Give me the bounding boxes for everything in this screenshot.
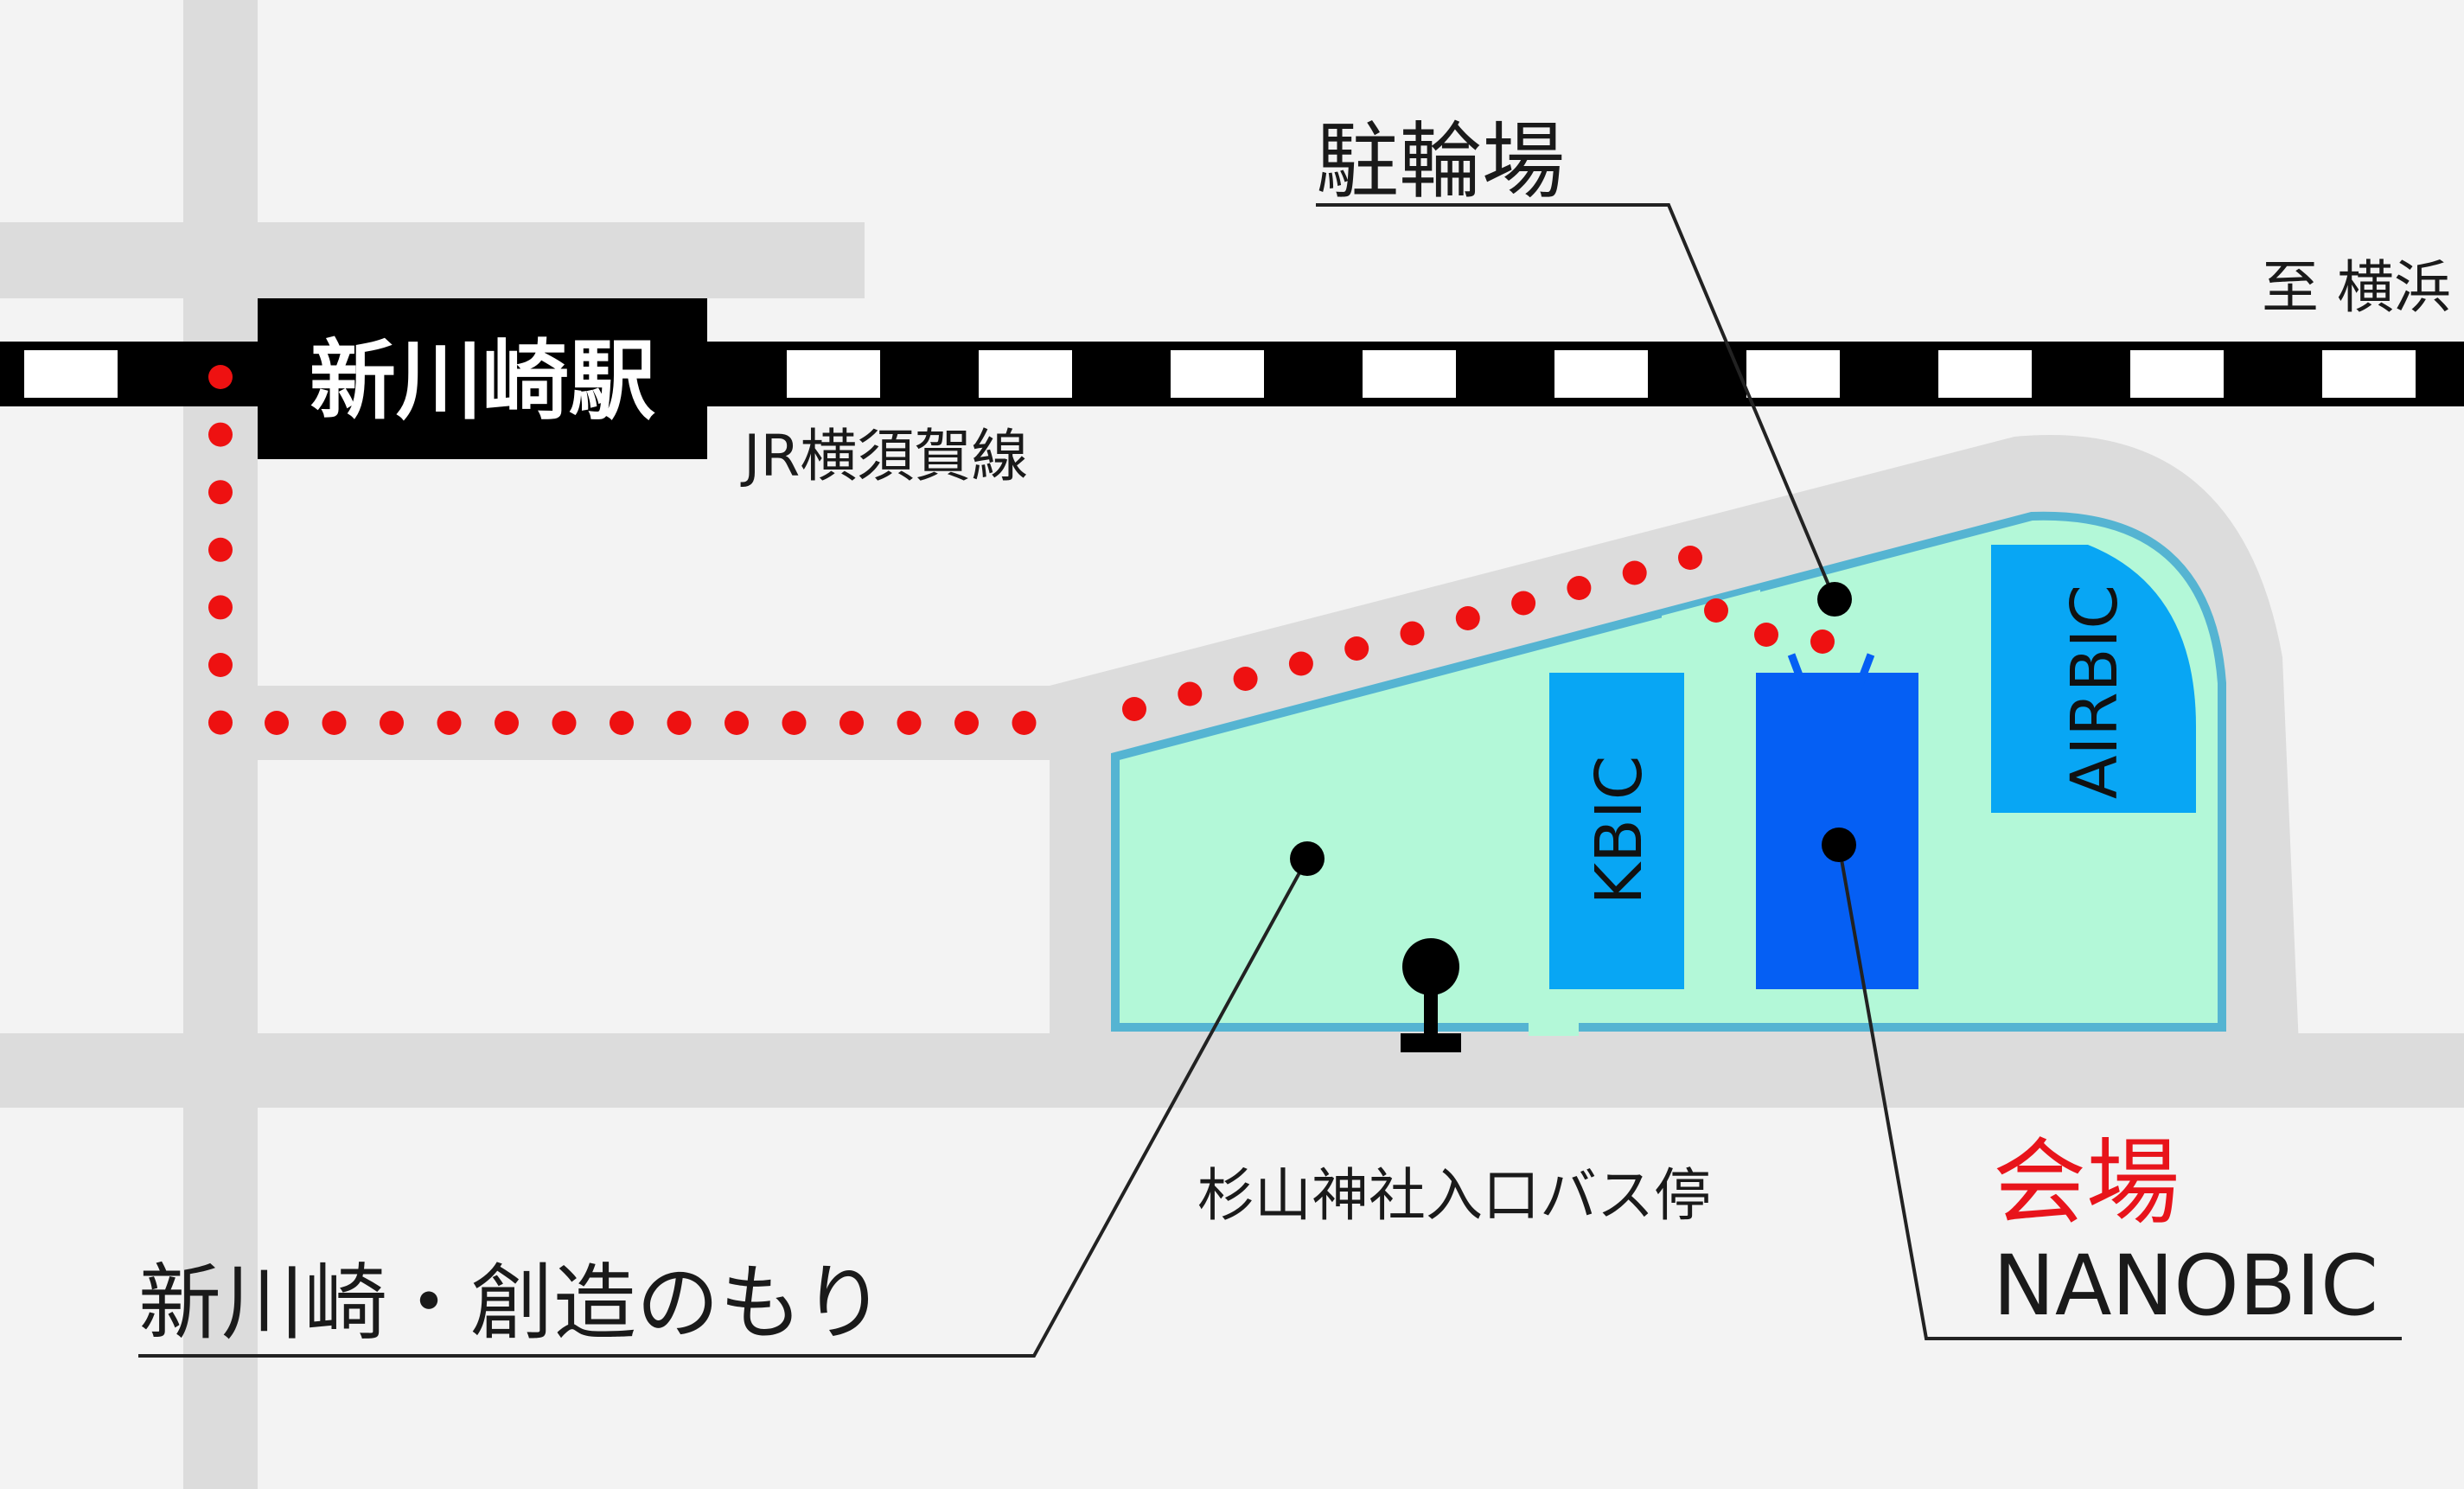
station-box (258, 298, 707, 459)
building-label-airbic: AIRBIC (2058, 585, 2132, 799)
rail-tie (979, 350, 1072, 398)
building-kbic[interactable] (1549, 673, 1684, 989)
route-dot (1622, 560, 1647, 585)
bus-stop-label: 杉山神社入口バス停 (1197, 1162, 1711, 1229)
venue-building-label: NANOBIC (1993, 1237, 2378, 1334)
route-dot (1012, 711, 1037, 735)
route-dot (437, 711, 462, 735)
building-label-kbic: KBIC (1582, 756, 1656, 905)
walking-route (208, 365, 1835, 735)
route-dot (208, 480, 233, 505)
route-dot (1344, 636, 1369, 661)
route-dot (1400, 621, 1425, 646)
rail-tie (2130, 350, 2224, 398)
route-dot (1455, 606, 1480, 630)
rail-line-label: JR横須賀線 (740, 423, 1028, 489)
rail-tie (1746, 350, 1840, 398)
route-dot (1704, 598, 1728, 623)
route-dot (208, 422, 233, 447)
route-dot (610, 711, 634, 735)
route-dot (265, 711, 289, 735)
route-dot (954, 711, 979, 735)
road-top-horizontal (0, 222, 865, 298)
rail-tie (2322, 350, 2416, 398)
rail-tie (1554, 350, 1648, 398)
bicycle-parking-label: 駐輪場 (1316, 113, 1565, 210)
leader-venue (1837, 844, 2402, 1340)
rail-tie (1171, 350, 1264, 398)
rail-tie (1363, 350, 1456, 398)
route-dot (725, 711, 749, 735)
route-dot (1511, 591, 1536, 616)
route-dot (839, 711, 864, 735)
venue-label: 会場 (1993, 1129, 2180, 1237)
route-dot (1178, 681, 1203, 706)
route-dot (782, 711, 807, 735)
route-dot (1810, 629, 1835, 654)
route-dot (1678, 546, 1702, 570)
route-dot (208, 595, 233, 620)
route-dot (1567, 576, 1592, 600)
route-dot (208, 710, 233, 735)
route-dot (897, 711, 922, 735)
route-dot (322, 711, 347, 735)
route-dot (552, 711, 577, 735)
rail-tie (1938, 350, 2032, 398)
bus-stop-icon[interactable] (1401, 938, 1461, 1052)
building-airbic[interactable] (1991, 545, 2196, 813)
campus-label: 新川崎・創造のもり (138, 1255, 885, 1352)
nanobic-entrance-mark (1787, 653, 1875, 691)
route-dot (1233, 667, 1258, 691)
leader-bicycle-parking (1316, 203, 1836, 600)
route-dot (208, 653, 233, 677)
rail-tie (24, 350, 118, 398)
route-dot (667, 711, 692, 735)
route-dot (380, 711, 404, 735)
location-dot-icon[interactable] (1290, 841, 1325, 876)
route-dot (1122, 697, 1146, 721)
campus-gap-south (1529, 1019, 1579, 1036)
route-dot (1754, 623, 1778, 647)
route-dot (208, 365, 233, 389)
station-label: 新川崎駅 (310, 330, 655, 431)
route-dot (1288, 651, 1313, 676)
rail-tie (787, 350, 880, 398)
location-dot-icon[interactable] (1822, 828, 1856, 862)
leader-campus (138, 858, 1309, 1358)
location-dot-icon[interactable] (1817, 582, 1852, 617)
leader-lines (138, 203, 2402, 1358)
route-dot (208, 537, 233, 562)
direction-label: 至 横浜 (2262, 254, 2451, 321)
route-dot (495, 711, 519, 735)
